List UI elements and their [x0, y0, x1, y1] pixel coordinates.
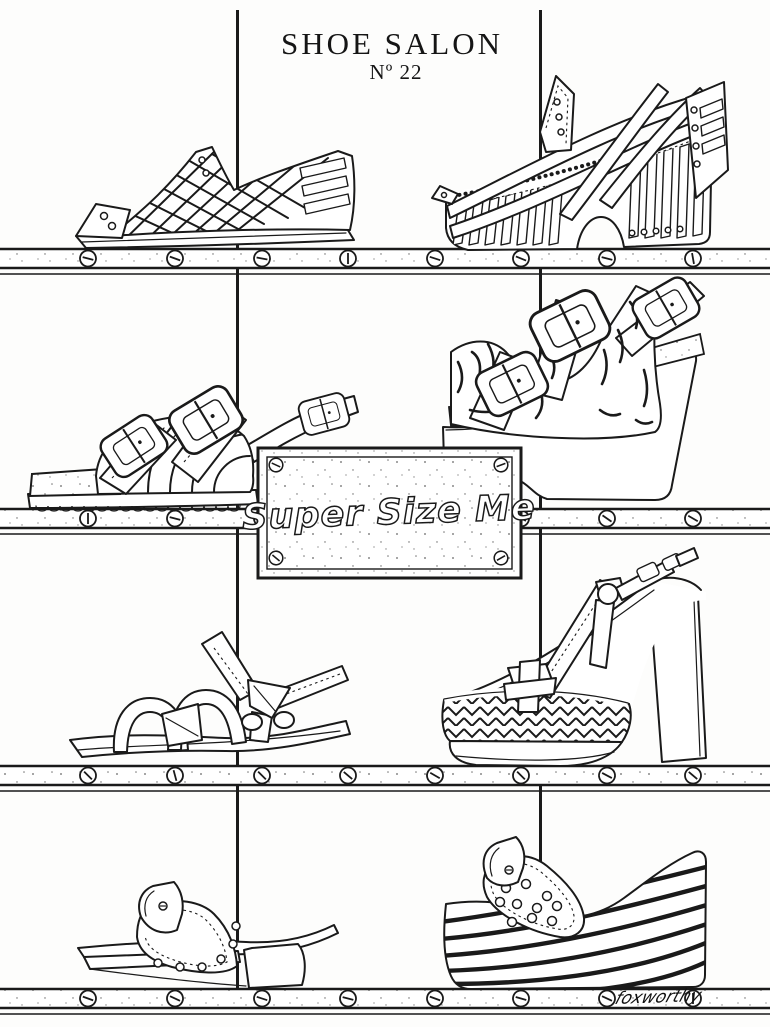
toe-knot: [161, 703, 203, 747]
shoe-striped-wedge-mule: [443, 836, 707, 990]
strap-keeper: [636, 561, 660, 583]
platform-base: [448, 740, 623, 767]
d-ring-icon: [273, 711, 295, 729]
vamp-fold-tab: [482, 836, 526, 887]
shoe-woven-huarache-flat-sandal: [75, 146, 356, 249]
buckle-icon: [296, 390, 352, 438]
sport-sole: [69, 720, 351, 758]
shoe-carved-platform-wedge-sandal: [431, 75, 729, 251]
shoe-double-buckle-cork-sandal: [27, 380, 359, 512]
shoe-ankle-strap-platform-heel: [441, 547, 707, 767]
ring-icon: [597, 583, 619, 605]
salon-number: Nº 22: [370, 60, 423, 84]
sign-board: [256, 446, 523, 580]
huarache-toe-cap: [75, 203, 131, 239]
clog-heel: [243, 943, 306, 989]
shoe-strappy-sport-sandal: [69, 631, 351, 758]
shelf-4: [0, 986, 770, 1015]
supersize-sign: Super Size Me: [241, 446, 537, 580]
header: SHOE SALON Nº 22: [281, 26, 503, 84]
screw-icon: [79, 509, 97, 528]
shelf-1: [0, 247, 770, 275]
page-title: SHOE SALON: [281, 26, 503, 61]
center-knot: [247, 679, 291, 719]
wedge-strap: [559, 83, 669, 221]
d-ring-icon: [241, 713, 263, 731]
artist-signature: foxworthy: [612, 986, 704, 1009]
shelf-3: [0, 763, 770, 792]
shoe-studded-clog-mule: [77, 881, 339, 989]
screw-icon: [339, 249, 357, 268]
